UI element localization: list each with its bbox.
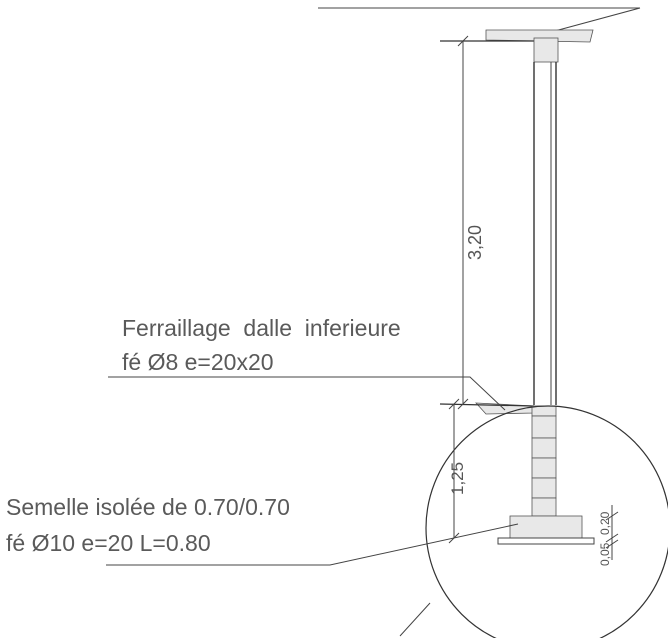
- dim-footing-tick-1: [605, 511, 619, 521]
- foundation-block-3: [531, 457, 557, 479]
- dim-foundation-height-label: 1,25: [448, 462, 467, 495]
- dim-footing-thickness-label: 0,20: [598, 511, 612, 535]
- dim-blinding-thickness-label: 0,05: [598, 542, 612, 566]
- dim-wall-height-label: 3,20: [465, 225, 485, 260]
- dim-footing-tick-2: [605, 533, 619, 543]
- dim-tick-top: [457, 35, 469, 47]
- top-tie-beam: [533, 37, 559, 63]
- footing-label-1: Semelle isolée de 0.70/0.70: [6, 494, 290, 520]
- foundation-block-2: [531, 437, 557, 459]
- isolated-footing: [509, 515, 583, 539]
- dim-foundation-tick-top: [448, 398, 460, 410]
- floor-tie-beam: [531, 405, 557, 417]
- foundation-block-5: [531, 497, 557, 517]
- slab-reinforcement-label-1: Ferraillage dalle inferieure: [122, 315, 401, 341]
- dim-footing-tick-3: [605, 539, 619, 549]
- detail-circle: [425, 405, 668, 638]
- footing-label-2: fé Ø10 e=20 L=0.80: [6, 530, 211, 556]
- floor-slab-line: [439, 403, 535, 407]
- slab-reinforcement-label-2: fé Ø8 e=20x20: [122, 349, 274, 375]
- foundation-block-1: [531, 415, 557, 439]
- roof-slab: [485, 29, 594, 43]
- foundation-block-4: [531, 477, 557, 499]
- detail-leader: [399, 602, 431, 637]
- footing-leader: [106, 523, 519, 566]
- dim-tick-bottom: [457, 398, 469, 410]
- blinding-concrete: [497, 537, 595, 545]
- slab-reinforcement-leader: [108, 376, 506, 411]
